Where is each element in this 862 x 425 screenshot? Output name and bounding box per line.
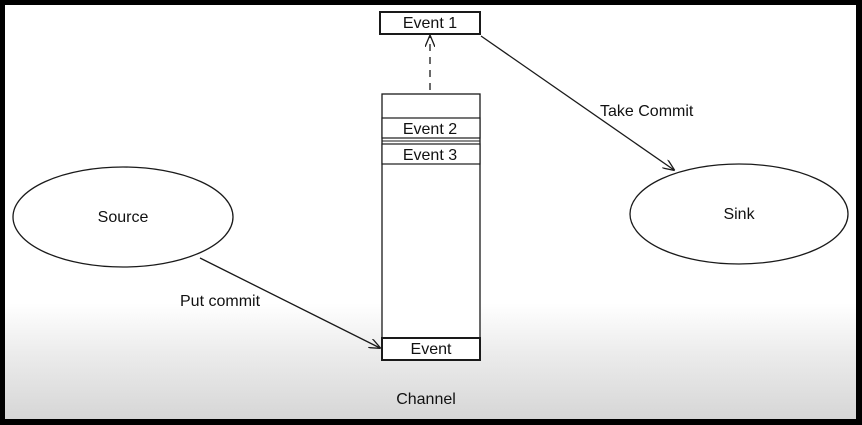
put-commit-arrow [199, 257, 380, 348]
channel-node: Event 2 Event 3 Event Channel [381, 93, 481, 408]
taken-event-box [379, 11, 481, 35]
channel-event-label: Event 2 [403, 121, 457, 138]
source-node: Source [12, 166, 234, 268]
sink-ellipse [629, 163, 849, 265]
channel-bottom-event-label: Event [411, 341, 452, 358]
sink-label: Sink [723, 206, 755, 223]
take-commit-label: Take Commit [600, 103, 694, 120]
source-ellipse [12, 166, 234, 268]
channel-event-slot [381, 143, 481, 165]
source-label: Source [98, 209, 149, 226]
sink-node: Sink [629, 163, 849, 265]
take-commit-arrow [480, 35, 674, 170]
channel-event-label: Event 3 [403, 147, 457, 164]
taken-event-node: Event 1 [379, 11, 481, 35]
put-commit-label: Put commit [180, 293, 261, 310]
channel-label: Channel [396, 391, 456, 408]
taken-event-label: Event 1 [403, 15, 457, 32]
channel-event-slot [381, 117, 481, 139]
